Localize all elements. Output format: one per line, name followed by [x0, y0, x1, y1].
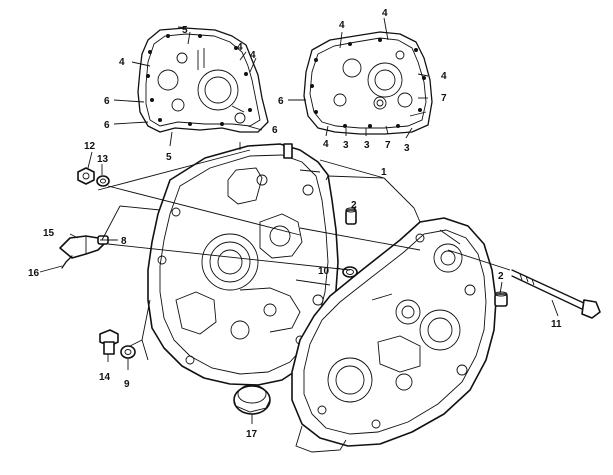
callout-6: 6: [272, 125, 278, 136]
callout-12: 12: [84, 141, 96, 152]
washer-top: [96, 175, 110, 187]
callout-6: 6: [104, 120, 110, 131]
dowel-pin-right: [494, 291, 508, 307]
breather-fitting: [59, 235, 109, 269]
callout-14: 14: [99, 372, 111, 383]
right-gasket: [303, 31, 433, 135]
dowel-pin-left: [345, 207, 357, 225]
callout-5: 5: [182, 25, 188, 36]
callout-labels: 1 2 2 3 3 3 4 4 4 4 4 4 4 5 5 6 6 6 6 7 …: [28, 8, 562, 440]
callout-7: 7: [385, 140, 391, 151]
drain-washer: [120, 345, 136, 359]
callout-2: 2: [498, 271, 504, 282]
callout-17: 17: [246, 429, 258, 440]
left-crankcase-half: [147, 142, 339, 386]
callout-6: 6: [104, 96, 110, 107]
callout-4: 4: [250, 50, 256, 61]
callout-10: 10: [318, 266, 330, 277]
callout-15: 15: [43, 228, 55, 239]
callout-1: 1: [381, 167, 387, 178]
leader-lines: [39, 17, 559, 424]
o-ring: [342, 266, 358, 278]
nut: [77, 167, 95, 185]
callout-7: 7: [441, 93, 447, 104]
callout-4: 4: [441, 71, 447, 82]
callout-6: 6: [278, 96, 284, 107]
callout-4: 4: [119, 57, 125, 68]
right-crankcase-half: [291, 217, 497, 453]
left-gasket: [137, 27, 269, 133]
callout-4: 4: [339, 20, 345, 31]
callout-9: 9: [124, 379, 130, 390]
callout-5: 5: [166, 152, 172, 163]
callout-4: 4: [323, 139, 329, 150]
long-bolt: [511, 269, 601, 319]
callout-4: 4: [382, 8, 388, 19]
callout-11: 11: [551, 319, 562, 330]
cap-plug: [233, 384, 271, 415]
callout-8: 8: [121, 236, 127, 247]
callout-2: 2: [351, 200, 357, 211]
callout-3: 3: [343, 140, 349, 151]
drain-plug: [99, 329, 119, 355]
callout-16: 16: [28, 268, 40, 279]
callout-3: 3: [364, 140, 370, 151]
callout-3: 3: [404, 143, 410, 154]
callout-4: 4: [237, 42, 243, 53]
callout-13: 13: [97, 154, 109, 165]
